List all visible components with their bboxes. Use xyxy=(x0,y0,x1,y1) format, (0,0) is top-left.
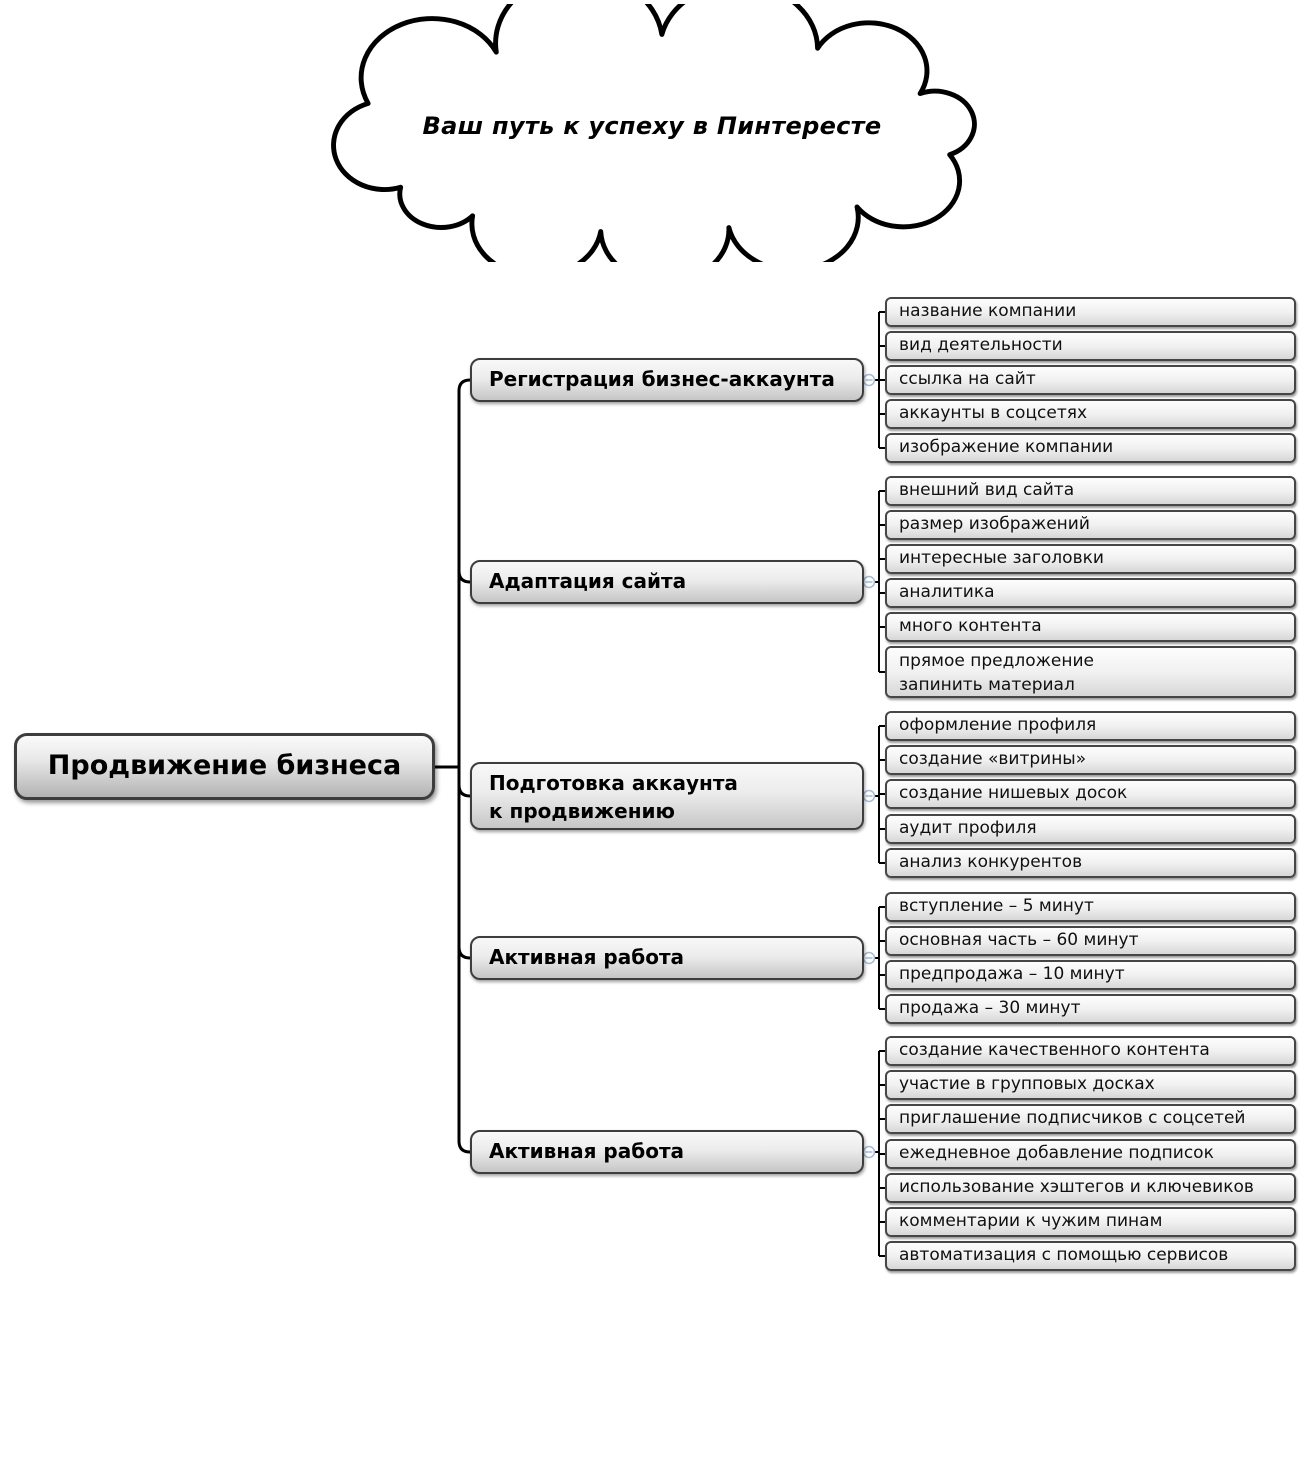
child-node[interactable]: вступление – 5 минут xyxy=(885,892,1296,922)
collapse-toggle-icon[interactable] xyxy=(862,575,876,589)
child-node[interactable]: интересные заголовки xyxy=(885,544,1296,574)
child-node[interactable]: изображение компании xyxy=(885,433,1296,463)
child-node[interactable]: участие в групповых досках xyxy=(885,1070,1296,1100)
child-node[interactable]: приглашение подписчиков с соцсетей xyxy=(885,1104,1296,1134)
child-node[interactable]: анализ конкурентов xyxy=(885,848,1296,878)
child-node[interactable]: много контента xyxy=(885,612,1296,642)
branch-node-3[interactable]: Подготовка аккаунта к продвижению xyxy=(470,762,864,830)
branch2-elbow xyxy=(457,570,471,584)
child-node[interactable]: предпродажа – 10 минут xyxy=(885,960,1296,990)
branch4-elbow xyxy=(457,946,471,960)
collapse-toggle-icon[interactable] xyxy=(862,789,876,803)
branch-node-1[interactable]: Регистрация бизнес-аккаунта xyxy=(470,358,864,402)
collapse-toggle-icon[interactable] xyxy=(862,1145,876,1159)
branch-node-5[interactable]: Активная работа xyxy=(470,1130,864,1174)
child-node[interactable]: продажа – 30 минут xyxy=(885,994,1296,1024)
branch-node-2[interactable]: Адаптация сайта xyxy=(470,560,864,604)
child-node[interactable]: название компании xyxy=(885,297,1296,327)
collapse-toggle-icon[interactable] xyxy=(862,951,876,965)
child-node[interactable]: аналитика xyxy=(885,578,1296,608)
child-node[interactable]: вид деятельности xyxy=(885,331,1296,361)
collapse-toggle-icon[interactable] xyxy=(862,373,876,387)
cloud-title: Ваш путь к успеху в Пинтересте xyxy=(422,112,882,140)
child-node[interactable]: автоматизация с помощью сервисов xyxy=(885,1241,1296,1271)
spine-connector xyxy=(457,378,471,1154)
branch-node-4[interactable]: Активная работа xyxy=(470,936,864,980)
child-node[interactable]: создание «витрины» xyxy=(885,745,1296,775)
child-node[interactable]: аккаунты в соцсетях xyxy=(885,399,1296,429)
child-node[interactable]: размер изображений xyxy=(885,510,1296,540)
child-node[interactable]: оформление профиля xyxy=(885,711,1296,741)
child-node[interactable]: внешний вид сайта xyxy=(885,476,1296,506)
branch3-elbow xyxy=(457,784,471,798)
child-node[interactable]: комментарии к чужим пинам xyxy=(885,1207,1296,1237)
child-node[interactable]: аудит профиля xyxy=(885,814,1296,844)
cloud-topic-node[interactable]: Ваш путь к успеху в Пинтересте xyxy=(307,4,997,262)
child-node[interactable]: использование хэштегов и ключевиков xyxy=(885,1173,1296,1203)
child-node[interactable]: создание нишевых досок xyxy=(885,779,1296,809)
root-node[interactable]: Продвижение бизнеса xyxy=(14,733,435,800)
child-node[interactable]: ежедневное добавление подписок xyxy=(885,1139,1296,1169)
child-node[interactable]: основная часть – 60 минут xyxy=(885,926,1296,956)
child-node[interactable]: ссылка на сайт xyxy=(885,365,1296,395)
child-node[interactable]: создание качественного контента xyxy=(885,1036,1296,1066)
cloud-shape xyxy=(331,4,977,262)
child-node[interactable]: прямое предложение запинить материал xyxy=(885,646,1296,698)
